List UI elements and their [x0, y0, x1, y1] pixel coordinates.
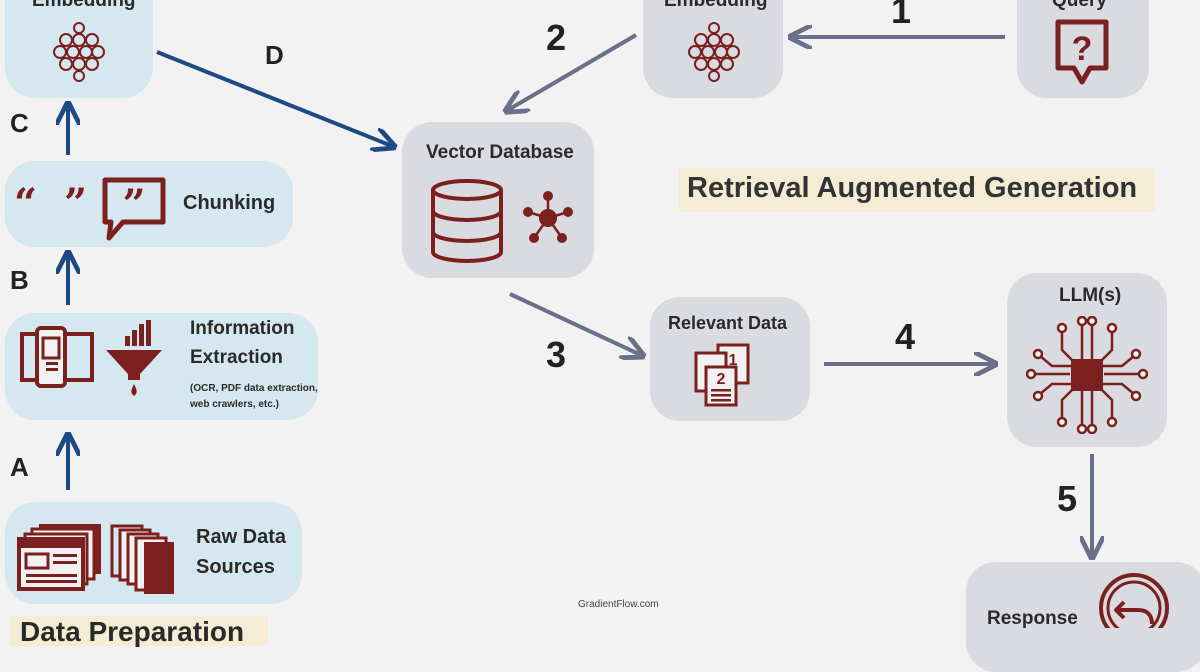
step-label-4: 4 [895, 316, 916, 357]
step-label-3: 3 [546, 334, 567, 375]
funnel-filter-icon [106, 320, 162, 396]
query-label: Query [1052, 0, 1107, 11]
chunking-label: Chunking [183, 192, 276, 214]
vector-node-graph-icon [523, 191, 573, 243]
relevant-data-label: Relevant Data [668, 313, 788, 333]
data-preparation-title: Data Preparation [20, 616, 245, 647]
svg-text:2: 2 [717, 371, 726, 388]
step-label-2: 2 [546, 17, 567, 58]
information-extraction-note2: web crawlers, etc.) [190, 399, 279, 410]
embedding-label-mid: Embedding [664, 0, 768, 11]
embedding-network-icon-mid [688, 22, 740, 82]
credit-text: GradientFlow.com [578, 599, 659, 610]
svg-text:1: 1 [729, 352, 738, 369]
arrow-d [156, 50, 392, 146]
svg-text:?: ? [1072, 30, 1093, 68]
embedding-label-left: Embedding [32, 0, 136, 11]
chip-circuit-icon [1026, 316, 1148, 434]
document-scan-icon [20, 326, 94, 388]
rag-title: Retrieval Augmented Generation [687, 172, 1138, 204]
embedding-network-icon-left [53, 22, 105, 82]
step-label-c: C [10, 108, 29, 138]
arrow-2 [508, 33, 638, 110]
step-label-d: D [265, 40, 284, 70]
web-pages-stack-icon [17, 524, 101, 591]
speech-bubble-quote-icon: ” [102, 177, 166, 241]
step-label-b: B [10, 265, 29, 295]
step-label-1: 1 [891, 0, 912, 31]
rag-title-box [679, 168, 1155, 212]
vector-database-label: Vector Database [426, 142, 574, 163]
raw-data-sources-line2: Sources [196, 556, 275, 578]
chunking-quote-left: “ [14, 180, 38, 227]
step-label-a: A [10, 452, 29, 482]
raw-data-sources-line1: Raw Data [196, 526, 287, 548]
chunking-quote-right: ” [64, 180, 88, 227]
database-cylinder-icon [431, 179, 503, 263]
arrow-3 [509, 292, 641, 355]
document-stack-icon [110, 524, 174, 594]
information-extraction-note1: (OCR, PDF data extraction, [190, 383, 318, 394]
question-bubble-icon: ? [1055, 19, 1109, 85]
chunking-box [5, 161, 293, 247]
flow-arrows [0, 0, 1200, 628]
information-extraction-line1: Information [190, 318, 295, 339]
response-label: Response [987, 608, 1078, 629]
information-extraction-line2: Extraction [190, 347, 283, 368]
ranked-documents-icon: 1 2 [694, 343, 750, 407]
svg-text:”: ” [122, 181, 145, 228]
llm-label: LLM(s) [1059, 285, 1122, 306]
reply-arrow-circle-icon [1099, 573, 1169, 628]
step-label-5: 5 [1057, 478, 1078, 519]
